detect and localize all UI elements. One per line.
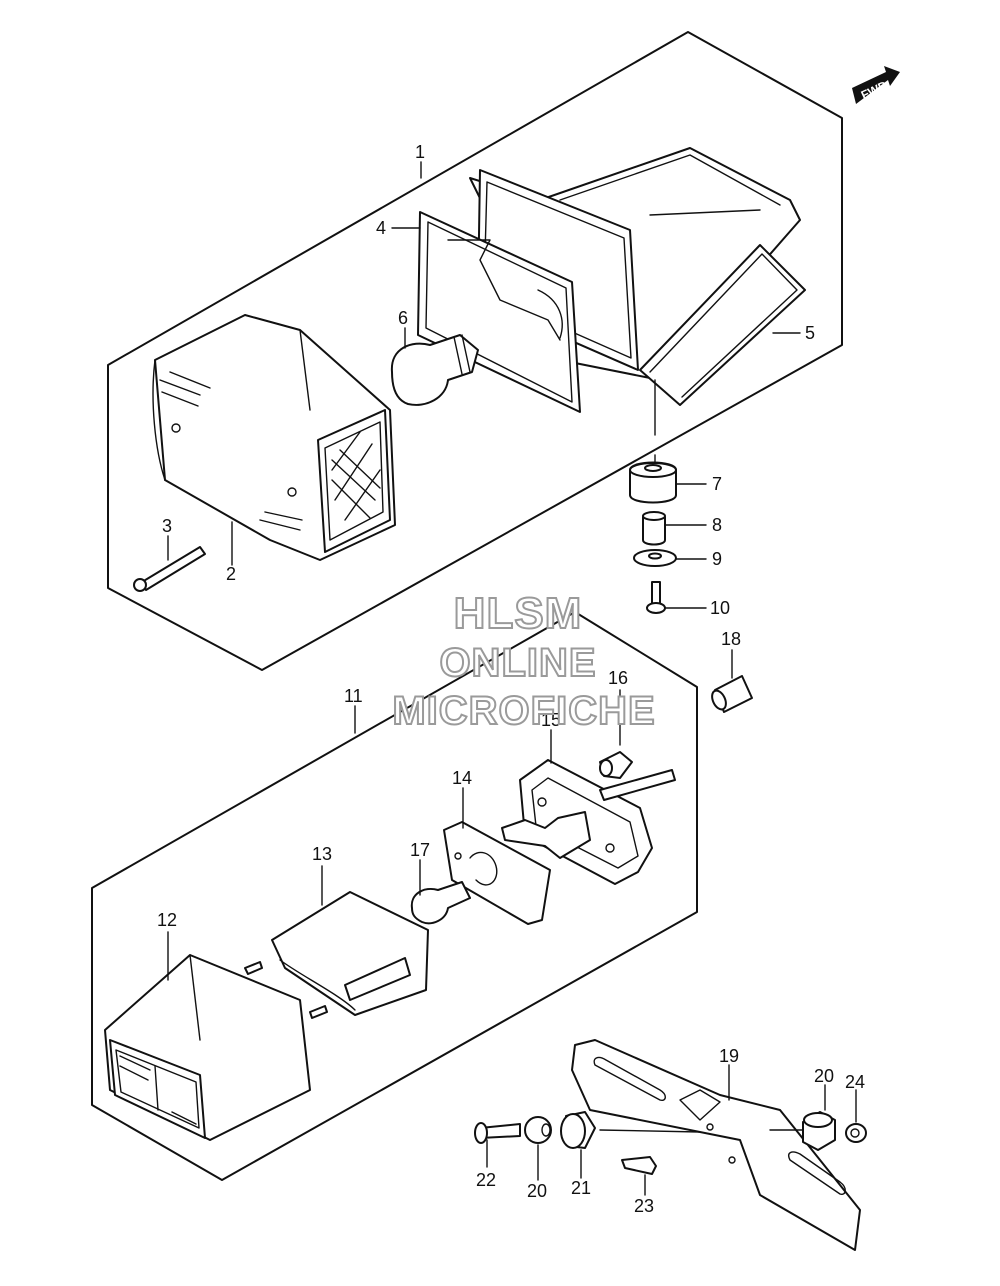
callout-5: 5 [805,323,815,343]
watermark: HLSM ONLINE MICROFICHE [391,588,655,734]
callout-20-right: 20 [814,1066,834,1086]
assembly-line [599,1129,701,1133]
part-10-screw [646,581,666,614]
fwd-arrow-icon: FWD [852,66,900,104]
part-13-lens [271,891,429,1016]
callout-9: 9 [712,549,722,569]
watermark-line-1: HLSM [454,589,583,638]
callout-23: 23 [634,1196,654,1216]
part-14-plate [443,821,551,925]
part-21-cushion [560,1111,596,1149]
callout-18: 18 [721,629,741,649]
part-12-lamp-body [104,954,328,1141]
part-24-nut [845,1123,867,1143]
callout-13: 13 [312,844,332,864]
callout-12: 12 [157,910,177,930]
part-20-nut-right [802,1111,836,1151]
part-7-cushion [629,379,677,504]
callout-8: 8 [712,515,722,535]
part-3-screw [133,546,206,592]
callout-14: 14 [452,768,472,788]
part-20-washer-left [524,1116,552,1144]
watermark-line-3: MICROFICHE [392,689,655,733]
part-16-grommet [599,751,633,779]
leader-lines [167,161,857,1196]
callout-16: 16 [608,668,628,688]
part-22-bolt [474,1122,521,1144]
callout-22: 22 [476,1170,496,1190]
part-17-bulb [410,881,471,925]
part-18-collar [711,675,753,713]
license-lamp-group-frame [91,611,698,1181]
callout-24: 24 [845,1072,865,1092]
callout-4: 4 [376,218,386,238]
part-8-collar [642,511,666,546]
callout-2: 2 [226,564,236,584]
callout-labels: 1 4 6 5 3 2 7 8 9 10 18 16 11 15 14 17 1… [157,142,865,1216]
tail-lamp-group-frame [107,31,843,671]
callout-6: 6 [398,308,408,328]
part-6-bulb [390,334,479,406]
part-23-tie [621,1156,657,1175]
callout-1: 1 [415,142,425,162]
callout-11: 11 [344,686,363,706]
callout-7: 7 [712,474,722,494]
callout-3: 3 [162,516,172,536]
part-4-gasket [417,211,581,413]
watermark-line-2: ONLINE [439,641,596,685]
part-socket [501,811,591,859]
callout-19: 19 [719,1046,739,1066]
callout-10: 10 [710,598,730,618]
callout-21: 21 [571,1178,591,1198]
callout-15: 15 [541,710,561,730]
part-19-bracket [571,1039,861,1251]
fwd-label: FWD [859,78,890,102]
part-2-lens [152,314,396,561]
callout-17: 17 [410,840,430,860]
part-9-washer [633,549,677,567]
callout-20-left: 20 [527,1181,547,1201]
